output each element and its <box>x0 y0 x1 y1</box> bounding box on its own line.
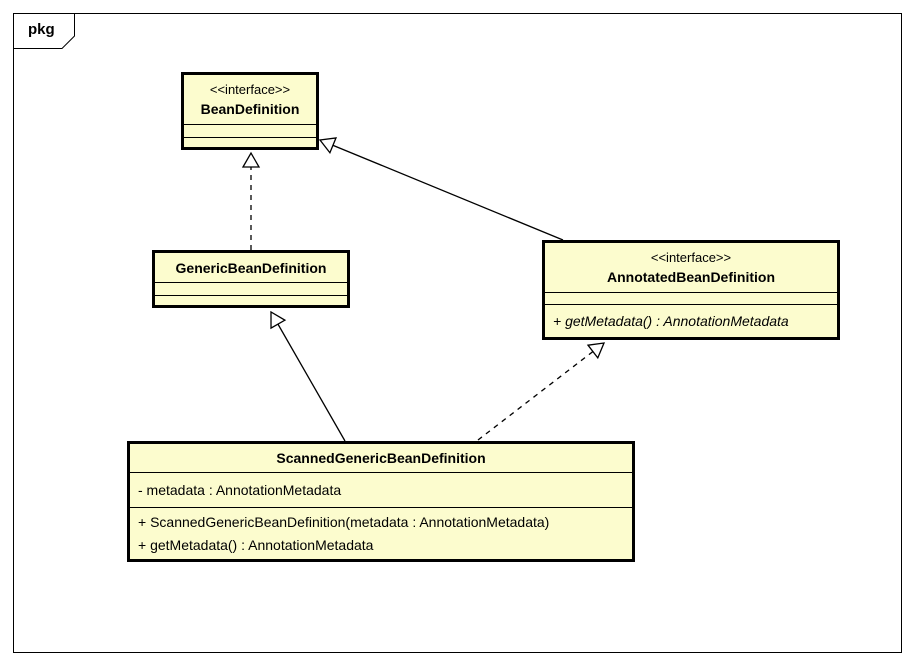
generalization-edge-annotated-to-beandefinition[interactable] <box>318 137 564 241</box>
operations-compartment <box>184 137 316 147</box>
generalization-edge-scanned-to-generic[interactable] <box>270 310 346 442</box>
class-header: <<interface>> BeanDefinition <box>184 75 316 124</box>
attributes-compartment <box>184 124 316 137</box>
operations-compartment: + getMetadata() : AnnotationMetadata <box>545 304 837 337</box>
class-box-annotatedbeandefinition[interactable]: <<interface>> AnnotatedBeanDefinition + … <box>542 240 840 340</box>
stereotype-label: <<interface>> <box>209 82 291 97</box>
class-name: BeanDefinition <box>200 101 300 117</box>
attribute-item: - metadata : AnnotationMetadata <box>138 482 342 498</box>
realization-edge-scanned-to-annotated[interactable] <box>477 342 606 441</box>
class-header: GenericBeanDefinition <box>155 253 347 282</box>
class-header: <<interface>> AnnotatedBeanDefinition <box>545 243 837 292</box>
operations-compartment: + ScannedGenericBeanDefinition(metadata … <box>130 507 632 559</box>
attributes-compartment: - metadata : AnnotationMetadata <box>130 472 632 507</box>
attributes-compartment <box>155 282 347 295</box>
operations-compartment <box>155 295 347 305</box>
stereotype-label: <<interface>> <box>650 250 732 265</box>
class-name: GenericBeanDefinition <box>175 259 327 276</box>
class-box-genericbeandefinition[interactable]: GenericBeanDefinition <box>152 250 350 308</box>
class-header: ScannedGenericBeanDefinition <box>130 444 632 472</box>
package-frame <box>13 13 902 653</box>
operation-item: + ScannedGenericBeanDefinition(metadata … <box>138 514 550 530</box>
class-name: AnnotatedBeanDefinition <box>607 269 775 285</box>
attributes-compartment <box>545 292 837 304</box>
package-tab <box>13 13 75 49</box>
operation-item: + getMetadata() : AnnotationMetadata <box>138 537 374 553</box>
class-box-beandefinition[interactable]: <<interface>> BeanDefinition <box>181 72 319 150</box>
package-tab-label: pkg <box>28 21 55 38</box>
operation-item: + getMetadata() : AnnotationMetadata <box>553 313 789 329</box>
package-tab-shape <box>13 13 75 49</box>
class-name: ScannedGenericBeanDefinition <box>276 450 486 466</box>
class-box-scannedgenericbeandefinition[interactable]: ScannedGenericBeanDefinition - metadata … <box>127 441 635 562</box>
